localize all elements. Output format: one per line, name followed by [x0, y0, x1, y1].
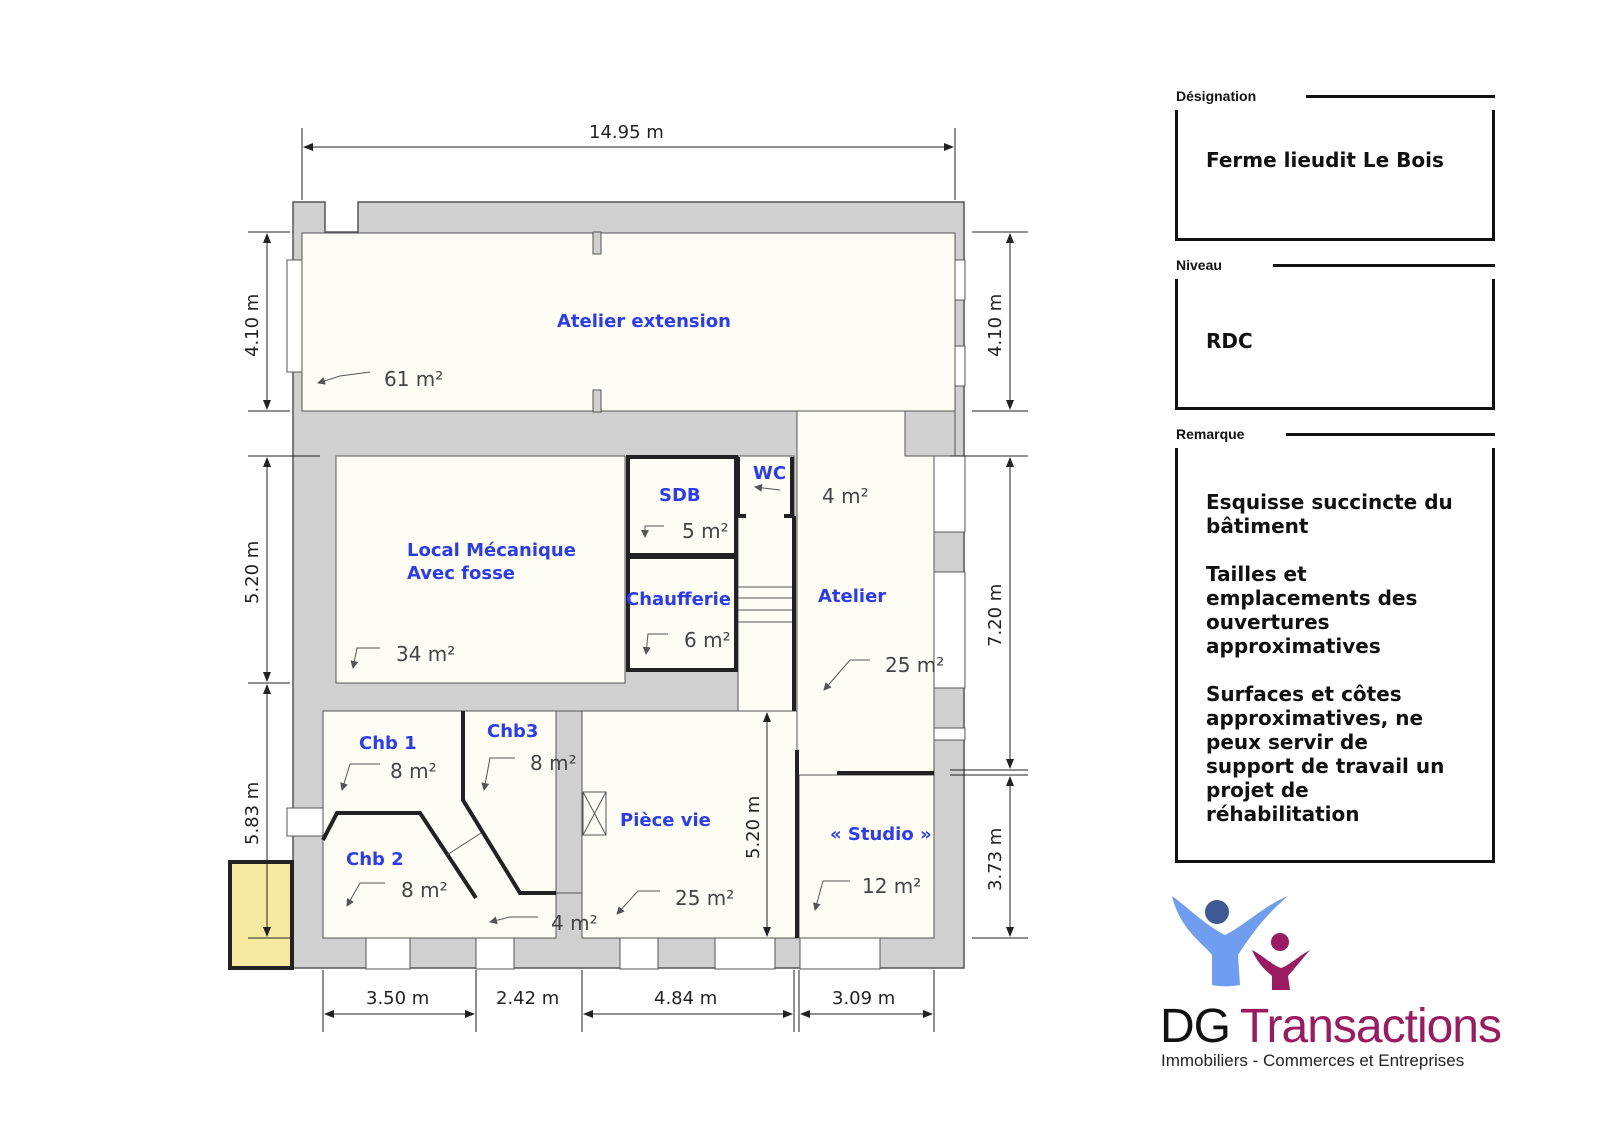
room-area: 61 m²: [384, 367, 443, 391]
remarque-label: Remarque: [1176, 426, 1245, 442]
room-label: Atelier extension: [557, 311, 731, 332]
pillar: [592, 389, 602, 413]
room-area: 6 m²: [684, 628, 731, 652]
room-area: 4 m²: [822, 484, 869, 508]
designation-value: Ferme lieudit Le Bois: [1206, 148, 1444, 172]
room-atelier: [796, 410, 935, 776]
room-area: 12 m²: [862, 874, 921, 898]
wall-segment: [555, 710, 583, 894]
area-arrows: [317, 371, 870, 925]
wall-segment: [904, 410, 956, 457]
interior-walls: [321, 455, 934, 938]
room-label: « Studio »: [830, 824, 932, 845]
corridor: [737, 455, 795, 712]
designation-box: Ferme lieudit Le Bois: [1175, 95, 1495, 241]
remarque-text: Esquisse succincte du bâtiment Tailles e…: [1206, 490, 1453, 826]
room-label: Chb 2: [346, 849, 404, 870]
room-area: 4 m²: [551, 911, 598, 935]
dimension-top: 14.95 m: [589, 122, 664, 143]
dimension-left: 5.83 m: [242, 782, 263, 845]
remarque-box: Esquisse succincte du bâtiment Tailles e…: [1175, 433, 1495, 863]
dimension-bottom: 3.50 m: [366, 988, 429, 1009]
dimension-inner: 5.20 m: [743, 796, 764, 859]
dimension-bottom: 4.84 m: [654, 988, 717, 1009]
pillar: [592, 231, 602, 255]
room-label: WC: [753, 463, 786, 484]
room-piece-vie: [581, 710, 798, 939]
dimension-bottom: 2.42 m: [496, 988, 559, 1009]
logo-tagline: Immobiliers - Commerces et Entreprises: [1161, 1051, 1465, 1070]
stairs-and-fixtures: [446, 586, 792, 856]
logo-figures: [1172, 896, 1310, 990]
room-sdb: [626, 455, 738, 557]
dimension-bottom: 3.09 m: [832, 988, 895, 1009]
niveau-box: RDC: [1175, 264, 1495, 410]
room-local-mecanique: [335, 455, 626, 684]
dimension-right: 7.20 m: [985, 584, 1006, 647]
room-label: Local Mécanique: [407, 540, 576, 561]
room-area: 25 m²: [885, 653, 944, 677]
designation-label: Désignation: [1176, 88, 1257, 104]
room-chambres: [322, 710, 557, 939]
room-chaufferie: [626, 555, 738, 672]
room-label: SDB: [659, 485, 701, 506]
room-label: Chb3: [487, 721, 538, 742]
room-atelier-extension: [301, 232, 956, 412]
room-area: 34 m²: [396, 642, 455, 666]
room-area: 8 m²: [530, 751, 577, 775]
room-label: Atelier: [818, 586, 886, 607]
logo-dg: DG: [1160, 1000, 1231, 1053]
room-label: Chb 1: [359, 733, 417, 754]
room-studio: [798, 774, 935, 939]
dimension-left: 5.20 m: [242, 541, 263, 604]
dimension-right: 3.73 m: [985, 828, 1006, 891]
openings: [286, 259, 966, 970]
niveau-value: RDC: [1206, 329, 1253, 353]
room-label: Avec fosse: [407, 563, 515, 584]
room-area: 8 m²: [401, 878, 448, 902]
room-label: Pièce vie: [620, 810, 711, 831]
logo-brand: Transactions: [1240, 1000, 1502, 1053]
room-label: Chaufferie: [626, 589, 731, 610]
niveau-label: Niveau: [1176, 257, 1222, 273]
room-area: 5 m²: [682, 519, 729, 543]
dimension-left: 4.10 m: [242, 294, 263, 357]
room-area: 25 m²: [675, 886, 734, 910]
room-area: 8 m²: [390, 759, 437, 783]
dimension-lines: [248, 128, 1028, 1032]
annex: [228, 860, 294, 970]
dimension-right: 4.10 m: [985, 294, 1006, 357]
